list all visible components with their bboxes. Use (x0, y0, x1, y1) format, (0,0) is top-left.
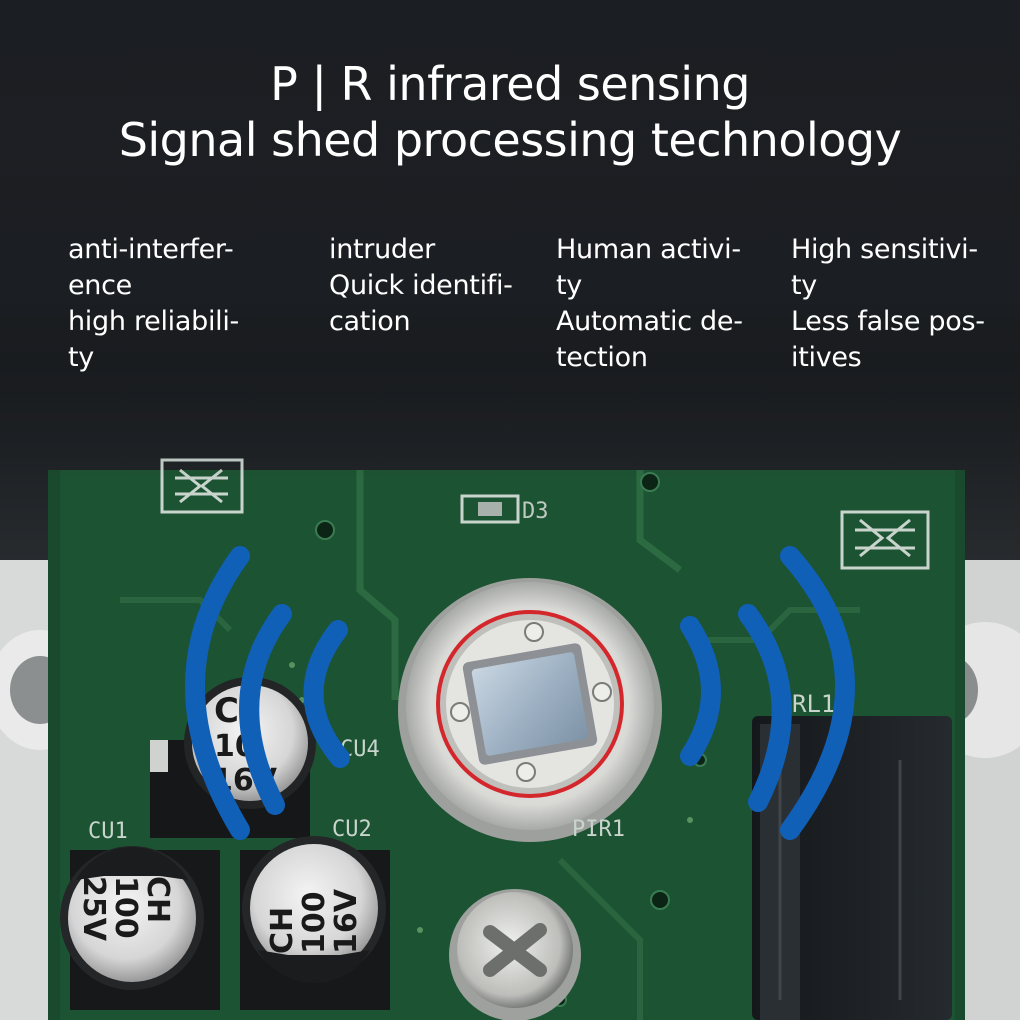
led-label: D3 (522, 499, 549, 524)
feature-line: itives (791, 342, 862, 373)
feature-line: ty (68, 342, 94, 373)
cap-small-text-1: C (214, 691, 239, 731)
pir-label: PIR1 (572, 817, 625, 842)
feature-line: Quick identifi- (329, 270, 513, 301)
feature-line: ence (68, 270, 132, 301)
signal-waves (185, 546, 855, 840)
relay-label: RL1 (792, 690, 835, 718)
cap-left-text-3: 25V (76, 876, 111, 942)
feature-line: Human activi- (556, 234, 741, 265)
feature-line: anti-interfer- (68, 234, 234, 265)
feature-intruder: intruder Quick identifi- cation (329, 232, 513, 340)
feature-high-sensitivity: High sensitivi- ty Less false pos- itive… (791, 232, 985, 376)
cu1-label: CU1 (88, 819, 128, 844)
cu2-label: CU2 (332, 817, 372, 842)
feature-human-activity: Human activi- ty Automatic de- tection (556, 232, 743, 376)
feature-line: ty (556, 270, 582, 301)
headline-line-2: Signal shed processing technology (118, 113, 902, 167)
feature-line: high reliabili- (68, 306, 240, 337)
cap-left-text-2: 100 (108, 876, 143, 939)
feature-anti-interference: anti-interfer- ence high reliabili- ty (68, 232, 239, 376)
feature-line: High sensitivi- (791, 234, 978, 265)
feature-line: intruder (329, 234, 435, 265)
feature-line: cation (329, 306, 411, 337)
feature-line: Less false pos- (791, 306, 985, 337)
headline-line-1: P | R infrared sensing (270, 57, 750, 111)
feature-line: Automatic de- (556, 306, 743, 337)
cap-mid-text-3: 16V (329, 888, 364, 954)
cap-mid-text-1: CH (265, 907, 300, 954)
feature-line: ty (791, 270, 817, 301)
feature-line: tection (556, 342, 648, 373)
cap-left-text-1: CH (140, 876, 175, 923)
cap-mid-text-2: 100 (297, 891, 332, 954)
